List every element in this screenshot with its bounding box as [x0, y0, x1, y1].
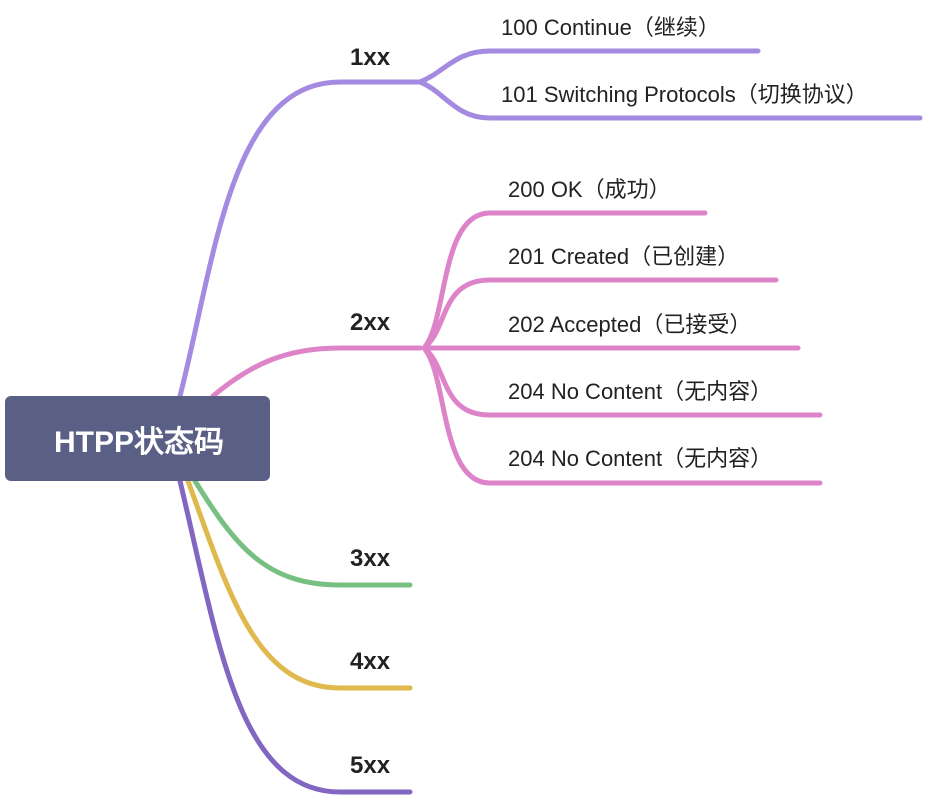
leaf-204-no-content[interactable]: 204 No Content（无内容） — [508, 446, 773, 471]
link-root-3xx — [192, 478, 413, 588]
leaf-204-no-content[interactable]: 204 No Content（无内容） — [508, 379, 773, 404]
branch-1xx-label[interactable]: 1xx — [350, 44, 391, 71]
link-1xx-100 — [417, 48, 761, 85]
link-2xx-200 — [421, 210, 708, 351]
branch-2xx-label[interactable]: 2xx — [350, 309, 391, 336]
link-root-5xx — [177, 478, 413, 795]
link-root-1xx — [177, 79, 423, 399]
branch-3xx-label[interactable]: 3xx — [350, 545, 391, 572]
branch-4xx-label[interactable]: 4xx — [350, 648, 391, 675]
root-node[interactable]: HTPP状态码 — [5, 396, 270, 481]
leaf-202-accepted[interactable]: 202 Accepted（已接受） — [508, 312, 752, 337]
link-2xx-201 — [421, 277, 779, 351]
link-root-2xx — [210, 345, 423, 399]
leaf-200-ok[interactable]: 200 OK（成功） — [508, 177, 671, 202]
leaf-100-continue[interactable]: 100 Continue（继续） — [501, 15, 720, 40]
link-1xx-101 — [417, 79, 923, 121]
link-2xx-204b — [421, 345, 823, 486]
root-node-label: HTPP状态码 — [53, 425, 224, 459]
branch-5xx-label[interactable]: 5xx — [350, 752, 391, 779]
leaf-201-created[interactable]: 201 Created（已创建） — [508, 244, 740, 269]
leaf-101-switching-protocols[interactable]: 101 Switching Protocols（切换协议） — [501, 82, 868, 107]
link-root-4xx — [185, 478, 413, 691]
